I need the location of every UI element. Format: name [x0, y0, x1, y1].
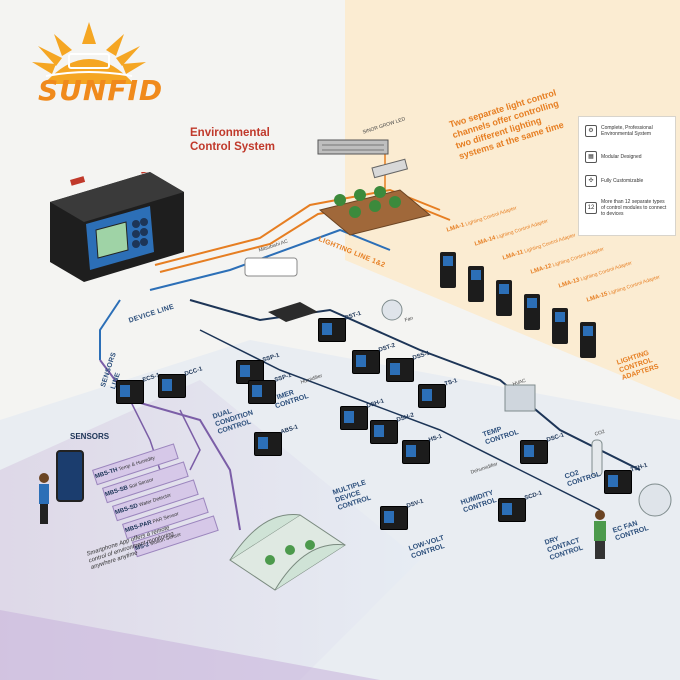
adapter-face: [499, 284, 509, 294]
control-module: [248, 380, 276, 404]
warm-background: [345, 0, 680, 400]
control-module: [386, 358, 414, 382]
module-face: [384, 511, 394, 523]
diagram-title: Environmental Control System: [190, 126, 300, 154]
module-face: [240, 365, 250, 377]
hvac-icon: [504, 384, 536, 412]
main-controller: [50, 172, 184, 282]
control-module: [604, 470, 632, 494]
lighting-adapter: [440, 252, 456, 288]
title-line-2: Control System: [190, 141, 275, 153]
feature-item: 12 More than 12 separate types of control…: [585, 199, 673, 217]
control-module: [254, 432, 282, 456]
module-face: [356, 355, 366, 367]
control-module: [402, 440, 430, 464]
feature-text: Complete, Professional Environmental Sys…: [601, 125, 653, 137]
lighting-adapter: [552, 308, 568, 344]
module-face: [524, 445, 534, 457]
module-face: [406, 445, 416, 457]
grow-light-rack: [317, 139, 432, 236]
sunfid-logo: [32, 22, 146, 84]
module-face: [252, 385, 262, 397]
gear-check-icon: ⚙: [585, 125, 597, 137]
lighting-adapter: [468, 266, 484, 302]
12-icon: 12: [585, 202, 597, 214]
person-left-icon: [39, 473, 49, 524]
control-module: [340, 406, 368, 430]
control-module: [418, 384, 446, 408]
puzzle-icon: ✣: [585, 175, 597, 187]
device-line-branch: [99, 299, 121, 360]
feature-panel: ⚙ Complete, Professional Environmental Sy…: [578, 116, 676, 236]
title-line-1: Environmental: [190, 127, 270, 139]
sensors-heading: SENSORS: [70, 432, 110, 441]
control-module: [370, 420, 398, 444]
adapter-face: [583, 326, 593, 336]
person-right-icon: [594, 510, 606, 559]
feature-item: ▦ Modular Designed: [585, 151, 673, 163]
feature-text: Fully Customizable: [601, 178, 644, 184]
control-module: [498, 498, 526, 522]
hub-icon: [268, 302, 318, 322]
control-module: [520, 440, 548, 464]
module-face: [502, 503, 512, 515]
brand-name: SUNFID: [38, 74, 164, 107]
floor-purple-band: [0, 610, 380, 680]
ec-fan-icon: [638, 483, 672, 517]
lighting-adapter: [496, 280, 512, 316]
module-face: [390, 363, 400, 375]
device-line-wire: [149, 228, 391, 291]
module-face: [344, 411, 354, 423]
control-module: [352, 350, 380, 374]
fan-icon: [381, 299, 403, 321]
feature-item: ✣ Fully Customizable: [585, 175, 673, 187]
module-face: [374, 425, 384, 437]
adapter-face: [471, 270, 481, 280]
sensor-branch-wire-2: [179, 409, 201, 471]
feature-text: More than 12 separate types of control m…: [601, 199, 667, 217]
lighting-adapter: [580, 322, 596, 358]
control-module: [116, 380, 144, 404]
module-face: [322, 323, 332, 335]
feature-item: ⚙ Complete, Professional Environmental Sy…: [585, 125, 673, 137]
module-bus-wire: [189, 299, 641, 471]
module-face: [120, 385, 130, 397]
adapter-face: [527, 298, 537, 308]
modules-icon: ▦: [585, 151, 597, 163]
greenhouse-icon: [229, 514, 346, 591]
module-face: [608, 475, 618, 487]
module-face: [422, 389, 432, 401]
control-module: [318, 318, 346, 342]
smartphone-icon: [56, 450, 84, 502]
module-face: [258, 437, 268, 449]
adapter-face: [555, 312, 565, 322]
module-bus-wire-2: [199, 329, 601, 511]
co2-tank-icon: [591, 439, 603, 477]
module-face: [162, 379, 172, 391]
control-module: [158, 374, 186, 398]
feature-text: Modular Designed: [601, 154, 642, 160]
lighting-adapter: [524, 294, 540, 330]
control-module: [380, 506, 408, 530]
ac-unit-icon: [244, 257, 298, 277]
adapter-face: [443, 256, 453, 266]
